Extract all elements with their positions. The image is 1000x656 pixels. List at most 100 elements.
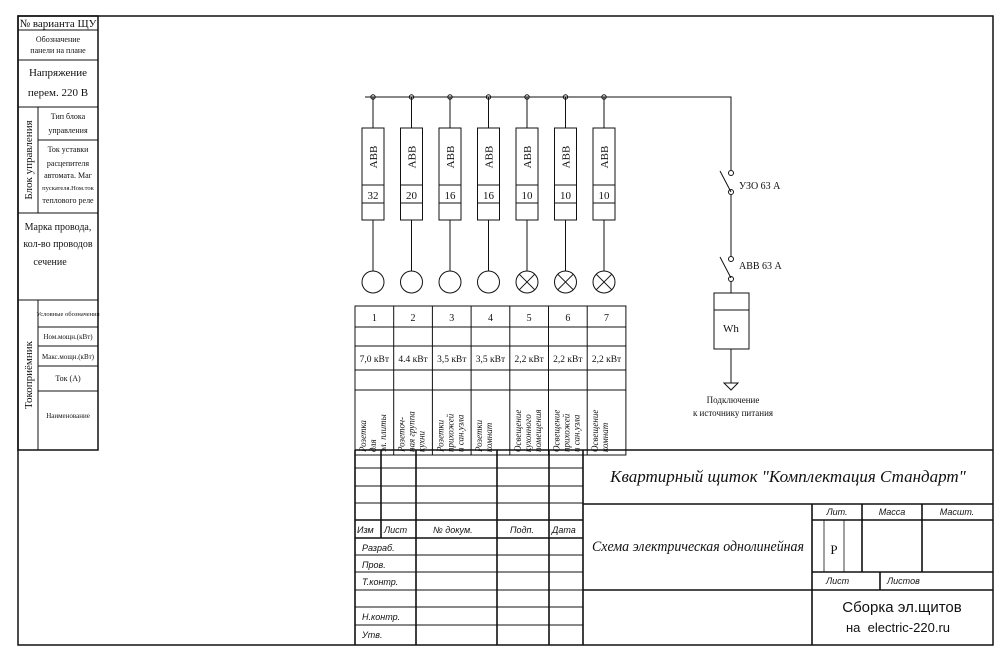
- lamp-icon: [515, 270, 539, 294]
- energy-meter: [713, 292, 750, 383]
- breaker-rating: 16: [445, 190, 457, 202]
- breaker-rating: 10: [560, 190, 572, 202]
- consumer-row-name: Наименование: [46, 412, 90, 420]
- wire-3: сечение: [33, 257, 67, 268]
- circuit-name-line: Освещение: [513, 410, 523, 452]
- signature-role: Т.контр.: [362, 577, 398, 587]
- circuit-number: 1: [372, 313, 377, 324]
- socket-icon: [361, 270, 385, 294]
- branch-2: ABB 20: [400, 94, 423, 294]
- panel-designation-2: панели на плане: [30, 46, 86, 55]
- circuit-number: 7: [604, 313, 609, 324]
- signature-role: Н.контр.: [362, 612, 400, 622]
- socket-icon: [438, 270, 462, 294]
- signature-roles: Разраб.Пров.Т.контр.Н.контр.Утв.: [361, 543, 400, 640]
- circuit-power: 3,5 кВт: [476, 355, 506, 365]
- consumer-label: Токоприёмник: [23, 340, 35, 409]
- org-line-1: Сборка эл.щитов: [842, 599, 962, 616]
- revision-header: № докум.: [433, 525, 473, 535]
- breaker-box: [477, 127, 500, 221]
- circuit-number: 6: [565, 313, 570, 324]
- lit-header: Лит.: [825, 507, 847, 517]
- consumer-row-symbols: Условные обозначения: [36, 311, 99, 318]
- trip-current-2: расцепителя: [47, 159, 90, 168]
- meter-label: Wh: [723, 323, 739, 335]
- circuit-power: 2,2 кВт: [514, 355, 544, 365]
- revision-header: Лист: [383, 525, 408, 535]
- panel-designation-1: Обозначение: [36, 35, 81, 44]
- lamp-cross: [518, 273, 536, 291]
- ground-icon: [722, 382, 740, 391]
- trip-current-3: автомата. Маг: [44, 171, 93, 180]
- circuit-name-line: эл. плиты: [378, 414, 388, 452]
- breaker-rating: 20: [406, 190, 418, 202]
- breaker-rating: 10: [522, 190, 534, 202]
- circuit-number: 3: [449, 313, 454, 324]
- breaker-box: [592, 127, 616, 221]
- breaker-brand: ABB: [561, 146, 573, 169]
- mass-header: Масса: [879, 507, 906, 517]
- circuit-name-line: прихожей: [445, 413, 455, 452]
- socket-icon: [477, 270, 500, 294]
- breaker-brand: ABB: [599, 146, 611, 169]
- circuit-name-line: и сан.узла: [572, 414, 582, 452]
- org-line-2: на electric-220.ru: [846, 620, 950, 635]
- branch-3: ABB 16: [438, 94, 462, 294]
- breaker-box: [438, 127, 462, 221]
- consumer-row-current: Ток (А): [55, 374, 81, 383]
- lamp-icon: [592, 270, 616, 294]
- lamp-cross: [595, 273, 613, 291]
- socket-icon: [400, 270, 423, 294]
- main-breaker-label: ABB 63 А: [739, 261, 783, 272]
- circuit-number: 5: [527, 313, 532, 324]
- branch-5: ABB 10: [515, 94, 539, 294]
- circuit-name-line: Розеточ-: [397, 417, 407, 453]
- circuit-name-line: комнат: [600, 422, 610, 452]
- main-breaker-switch: [719, 256, 734, 293]
- breaker-box: [400, 127, 423, 221]
- source-label-2: к источнику питания: [693, 408, 773, 418]
- control-type-1: Тип блока: [51, 112, 86, 121]
- consumer-row-max: Макс.мощн.(кВт): [42, 353, 95, 361]
- branch-6: ABB 10: [554, 94, 577, 294]
- signature-role: Пров.: [362, 560, 386, 570]
- rcd-switch: [719, 170, 734, 256]
- breaker-brand: ABB: [407, 146, 419, 169]
- outer-frame: [17, 15, 994, 646]
- circuit-power: 7,0 кВт: [360, 355, 390, 365]
- breaker-brand: ABB: [445, 146, 457, 169]
- voltage-value: перем. 220 В: [28, 87, 88, 99]
- circuit-name-line: Розетки: [435, 419, 445, 453]
- revision-header: Дата: [551, 525, 576, 535]
- circuit-name-line: ная группа: [407, 411, 417, 452]
- circuit-power: 2,2 кВт: [592, 355, 622, 365]
- source-label-1: Подключение: [707, 395, 760, 405]
- breaker-brand: ABB: [522, 146, 534, 169]
- breaker-rating: 32: [368, 190, 379, 202]
- revision-header: Изм: [357, 525, 374, 535]
- breaker-rating: 10: [599, 190, 611, 202]
- circuit-name-line: Освещение: [552, 410, 562, 452]
- title-block: [354, 449, 993, 645]
- circuit-name-line: кухни: [417, 430, 427, 452]
- trip-current-1: Ток уставки: [48, 145, 90, 154]
- circuit-name-line: и сан.узла: [455, 414, 465, 452]
- breaker-box: [361, 127, 385, 221]
- circuit-power: 3,5 кВт: [437, 355, 467, 365]
- table-frame: [354, 305, 627, 456]
- busbar: [365, 96, 732, 170]
- circuit-name-line: комнат: [484, 422, 494, 452]
- control-block-label: Блок управления: [23, 120, 35, 199]
- breaker-box: [515, 127, 539, 221]
- circuit-power: 2,2 кВт: [553, 355, 583, 365]
- circuit-name-line: прихожей: [562, 413, 572, 452]
- revision-header: Подп.: [510, 525, 534, 535]
